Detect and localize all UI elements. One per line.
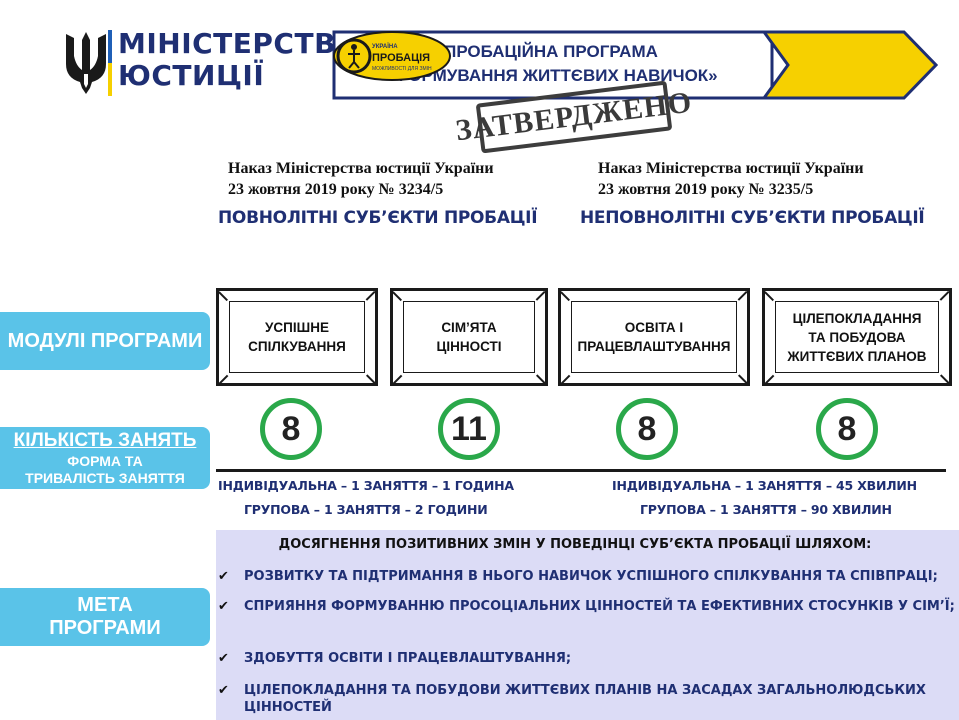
order-minors-line2: 23 жовтня 2019 року № 3235/5 [598, 181, 814, 198]
frame-corner-line [737, 291, 748, 301]
ministry-name: МІНІСТЕРСТВО ЮСТИЦІЇ [118, 28, 360, 92]
subjects-minors: НЕПОВНОЛІТНІ СУБ’ЄКТИ ПРОБАЦІЇ [580, 208, 925, 228]
module-label-line: СІМ’ЯТА [441, 320, 497, 335]
check-icon: ✔ [218, 569, 229, 584]
sessions-education-employment: 8 [616, 398, 678, 460]
divider [216, 469, 946, 472]
label-modules: МОДУЛІ ПРОГРАМИ [0, 312, 210, 370]
sessions-family-values: 11 [438, 398, 500, 460]
frame-corner-line [365, 291, 376, 301]
label-form: ФОРМА ТА [67, 453, 143, 469]
banner-title: ПРОБАЦІЙНА ПРОГРАМА «ФОРМУВАННЯ ЖИТТЄВИХ… [346, 40, 756, 88]
probation-logo: УКРАЇНА ПРОБАЦІЯ МОЖЛИВОСТІ ДЛЯ ЗМІН [333, 31, 451, 81]
frame-corner-line [218, 374, 229, 385]
order-adults: Наказ Міністерства юстиції України 23 жо… [228, 158, 494, 200]
format-adults-individual: ІНДИВІДУАЛЬНА – 1 ЗАНЯТТЯ – 1 ГОДИНА [218, 478, 514, 493]
label-session-count: КІЛЬКІСТЬ ЗАНЯТЬ ФОРМА ТА ТРИВАЛІСТЬ ЗАН… [0, 427, 210, 489]
goal-item: ✔ РОЗВИТКУ ТА ПІДТРИМАННЯ В НЬОГО НАВИЧО… [218, 568, 956, 585]
svg-text:МОЖЛИВОСТІ ДЛЯ ЗМІН: МОЖЛИВОСТІ ДЛЯ ЗМІН [372, 66, 432, 72]
module-label-line: ЖИТТЄВИХ ПЛАНОВ [787, 348, 927, 364]
svg-text:УКРАЇНА: УКРАЇНА [372, 43, 398, 50]
order-adults-line1: Наказ Міністерства юстиції України [228, 160, 494, 177]
check-icon: ✔ [218, 599, 229, 614]
sessions-life-planning: 8 [816, 398, 878, 460]
order-minors-line1: Наказ Міністерства юстиції України [598, 160, 864, 177]
goal-item: ✔ ЗДОБУТТЯ ОСВІТИ І ПРАЦЕВЛАШТУВАННЯ; [218, 650, 956, 667]
label-count: КІЛЬКІСТЬ ЗАНЯТЬ [13, 430, 197, 451]
module-education-employment: ОСВІТА І ПРАЦЕВЛАШТУВАННЯ [558, 288, 750, 386]
order-minors: Наказ Міністерства юстиції України 23 жо… [598, 158, 864, 200]
label-goal-line2: ПРОГРАМИ [49, 617, 161, 639]
goal-text: ЦІЛЕПОКЛАДАННЯ ТА ПОБУДОВИ ЖИТТЄВИХ ПЛАН… [244, 683, 926, 715]
module-label-line: ЦІННОСТІ [436, 339, 502, 354]
label-duration: ТРИВАЛІСТЬ ЗАНЯТТЯ [25, 470, 185, 486]
goal-text: РОЗВИТКУ ТА ПІДТРИМАННЯ В НЬОГО НАВИЧОК … [244, 569, 938, 584]
frame-corner-line [764, 374, 775, 385]
goal-item: ✔ СПРИЯННЯ ФОРМУВАННЮ ПРОСОЦІАЛЬНИХ ЦІНН… [218, 598, 956, 615]
svg-text:ПРОБАЦІЯ: ПРОБАЦІЯ [372, 52, 430, 64]
format-minors-group: ГРУПОВА – 1 ЗАНЯТТЯ – 90 ХВИЛИН [640, 502, 892, 517]
label-goal-line1: МЕТА [77, 594, 133, 616]
format-adults-group: ГРУПОВА – 1 ЗАНЯТТЯ – 2 ГОДИНИ [244, 502, 488, 517]
goals-heading: ДОСЯГНЕННЯ ПОЗИТИВНИХ ЗМІН У ПОВЕДІНЦІ С… [278, 537, 872, 552]
module-label-line: ОСВІТА І [624, 320, 684, 335]
label-program-goal: МЕТА ПРОГРАМИ [0, 588, 210, 646]
format-minors-individual: ІНДИВІДУАЛЬНА – 1 ЗАНЯТТЯ – 45 ХВИЛИН [612, 478, 917, 493]
module-label-line: ТА ПОБУДОВА [808, 329, 906, 345]
module-label-line: ЦІЛЕПОКЛАДАННЯ [792, 310, 922, 326]
goal-item: ✔ ЦІЛЕПОКЛАДАННЯ ТА ПОБУДОВИ ЖИТТЄВИХ ПЛ… [218, 682, 956, 716]
module-life-planning: ЦІЛЕПОКЛАДАННЯ ТА ПОБУДОВА ЖИТТЄВИХ ПЛАН… [762, 288, 952, 386]
frame-corner-line [939, 291, 950, 301]
goal-text: ЗДОБУТТЯ ОСВІТИ І ПРАЦЕВЛАШТУВАННЯ; [244, 651, 572, 666]
subjects-adults: ПОВНОЛІТНІ СУБ’ЄКТИ ПРОБАЦІЇ [218, 208, 538, 228]
banner-line2: «ФОРМУВАННЯ ЖИТТЄВИХ НАВИЧОК» [384, 66, 718, 85]
ministry-line2: ЮСТИЦІЇ [118, 59, 265, 92]
frame-corner-line [560, 374, 571, 385]
check-icon: ✔ [218, 651, 229, 666]
frame-corner-line [392, 374, 403, 385]
module-label-line: ПРАЦЕВЛАШТУВАННЯ [577, 339, 731, 354]
module-communication: УСПІШНЕ СПІЛКУВАННЯ [216, 288, 378, 386]
goals-panel: ДОСЯГНЕННЯ ПОЗИТИВНИХ ЗМІН У ПОВЕДІНЦІ С… [216, 530, 959, 720]
sessions-communication: 8 [260, 398, 322, 460]
check-icon: ✔ [218, 683, 229, 698]
frame-corner-line [218, 291, 229, 301]
frame-corner-line [535, 291, 546, 301]
frame-corner-line [535, 374, 546, 385]
frame-corner-line [764, 291, 775, 301]
order-adults-line2: 23 жовтня 2019 року № 3234/5 [228, 181, 444, 198]
program-banner: ПРОБАЦІЙНА ПРОГРАМА «ФОРМУВАННЯ ЖИТТЄВИХ… [332, 30, 938, 100]
frame-corner-line [392, 291, 403, 301]
frame-corner-line [365, 374, 376, 385]
banner-line1: ПРОБАЦІЙНА ПРОГРАМА [444, 42, 658, 61]
trident-icon [66, 32, 106, 94]
ministry-line1: МІНІСТЕРСТВО [118, 27, 361, 60]
flag-bar [108, 30, 112, 96]
frame-corner-line [737, 374, 748, 385]
frame-corner-line [939, 374, 950, 385]
module-label-line: СПІЛКУВАННЯ [248, 339, 346, 354]
frame-corner-line [560, 291, 571, 301]
module-label-line: УСПІШНЕ [265, 320, 329, 335]
goal-text: СПРИЯННЯ ФОРМУВАННЮ ПРОСОЦІАЛЬНИХ ЦІННОС… [244, 599, 955, 614]
module-family-values: СІМ’ЯТА ЦІННОСТІ [390, 288, 548, 386]
